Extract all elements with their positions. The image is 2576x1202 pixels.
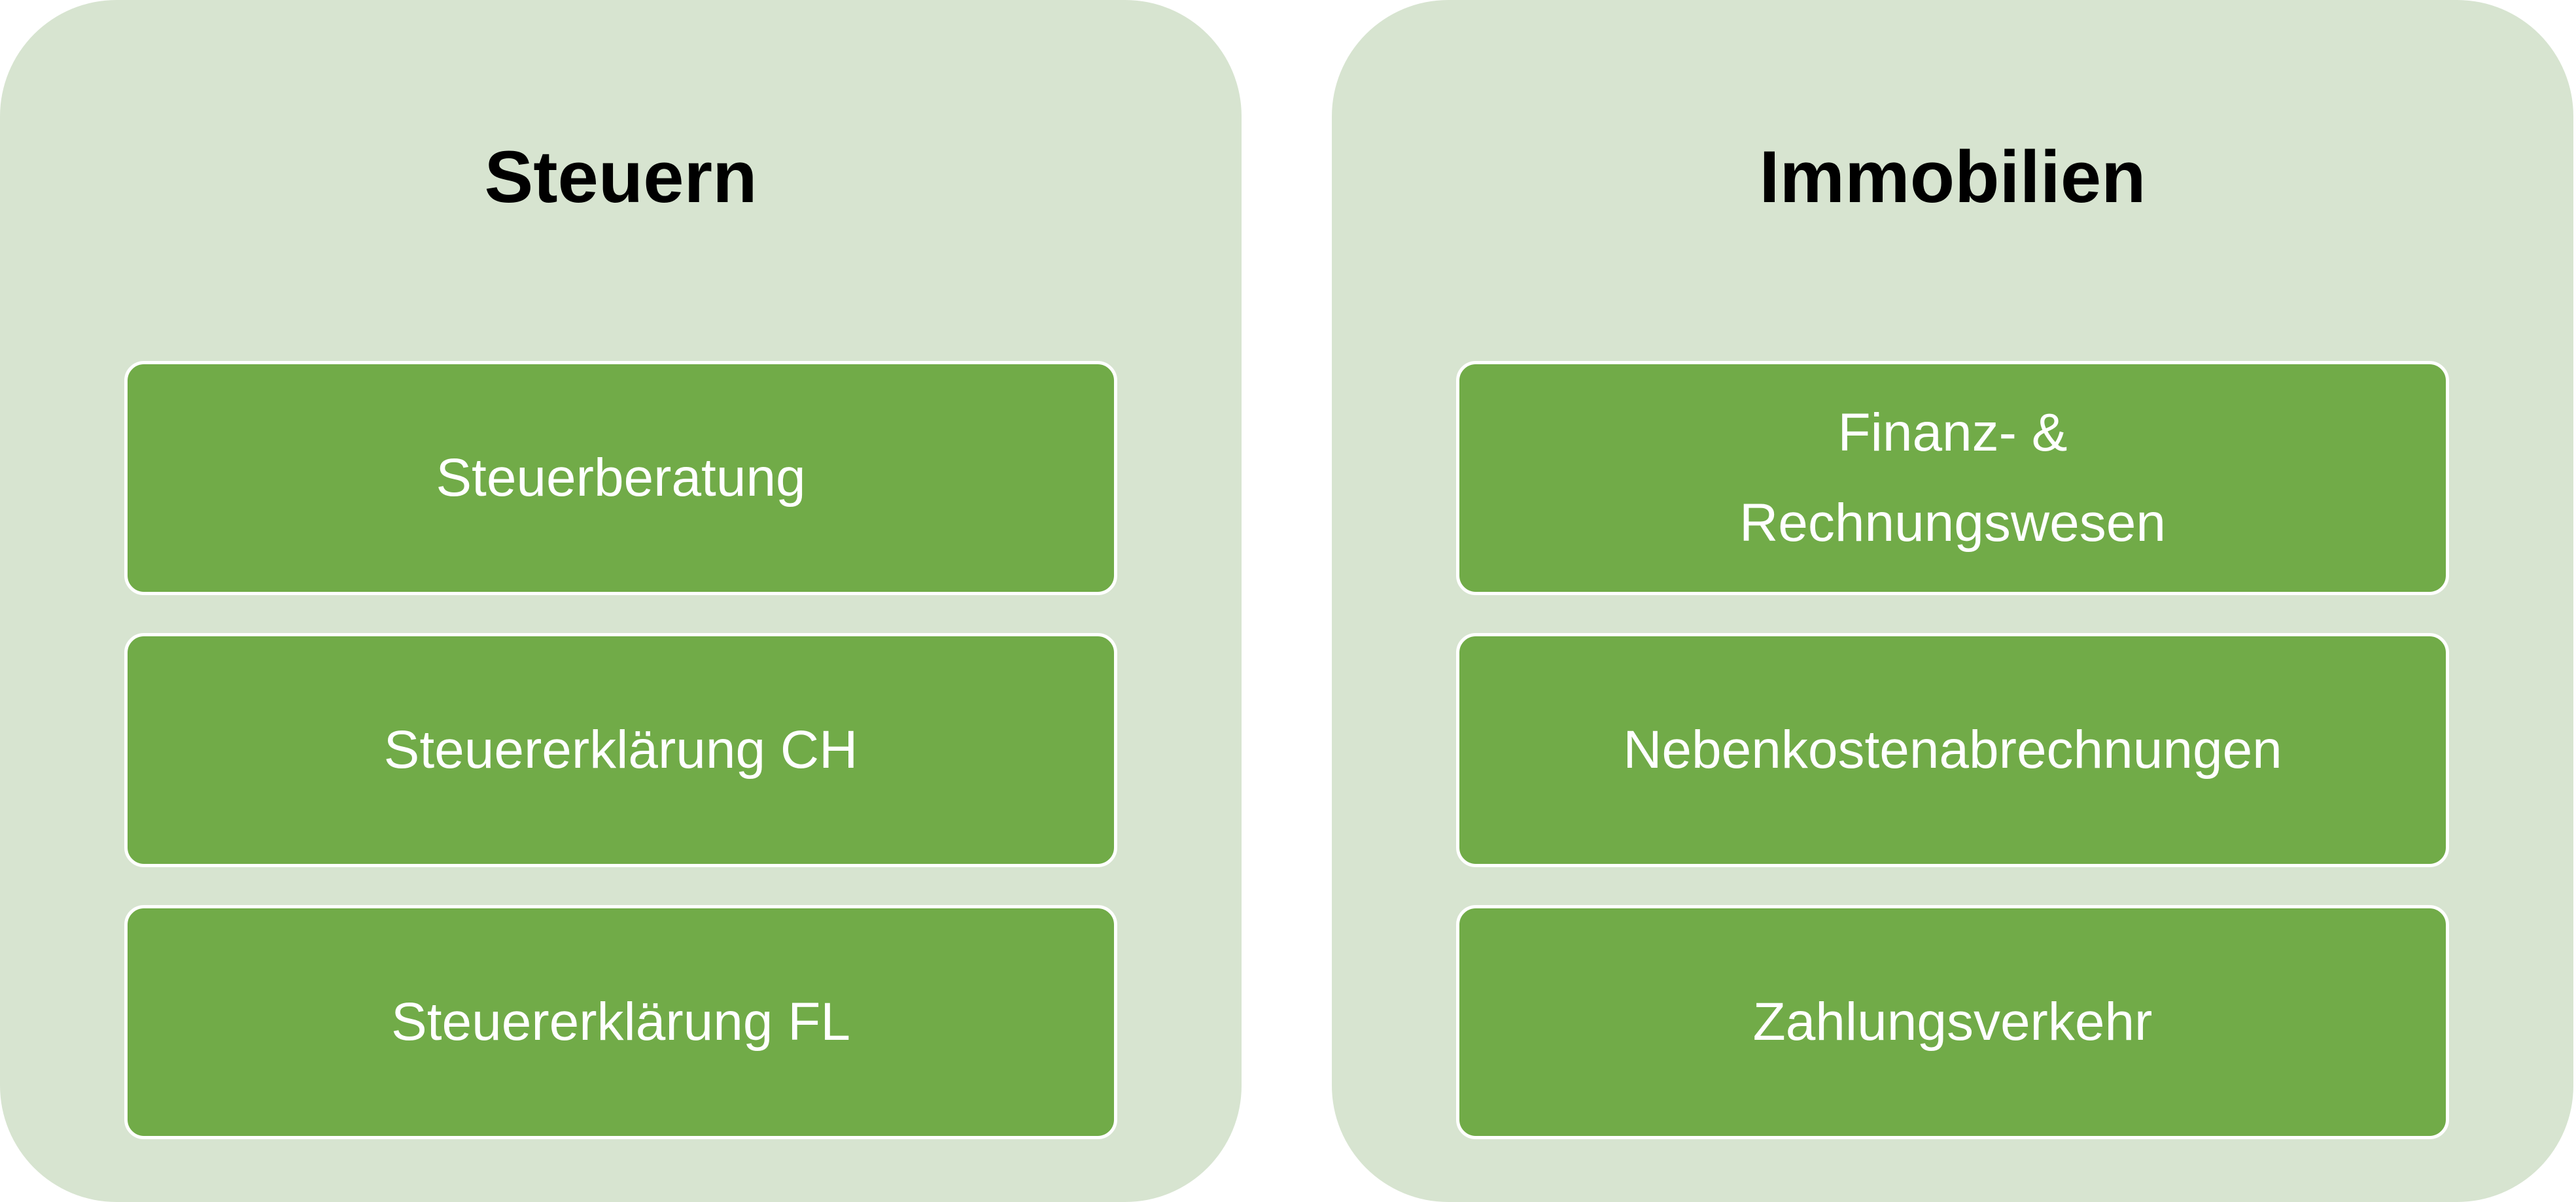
service-box-finanz-rechnungswesen: Finanz- & Rechnungswesen	[1456, 361, 2449, 595]
service-box-steuerberatung: Steuerberatung	[124, 361, 1117, 595]
service-box-nebenkostenabrechnungen: Nebenkostenabrechnungen	[1456, 633, 2449, 867]
service-box-zahlungsverkehr: Zahlungsverkehr	[1456, 905, 2449, 1139]
panel-title: Steuern	[484, 136, 757, 218]
service-box-steuererklaerung-fl: Steuererklärung FL	[124, 905, 1117, 1139]
panel-immobilien: Immobilien Finanz- & Rechnungswesen Nebe…	[1332, 0, 2573, 1202]
panel-steuern: Steuern Steuerberatung Steuererklärung C…	[0, 0, 1242, 1202]
service-box-steuererklaerung-ch: Steuererklärung CH	[124, 633, 1117, 867]
panel-title: Immobilien	[1759, 136, 2146, 218]
